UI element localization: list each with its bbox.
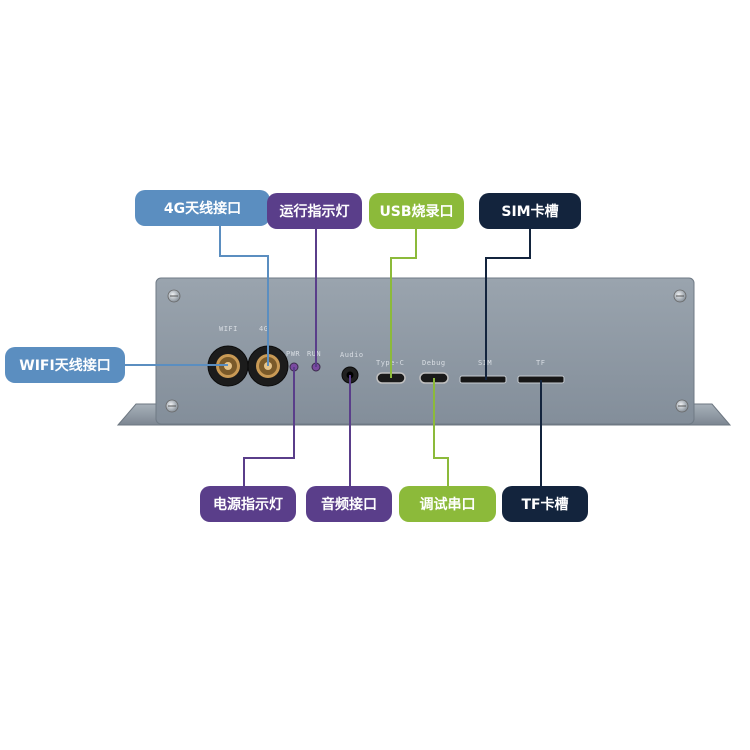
leader-line-power-led bbox=[243, 367, 295, 488]
wifi-port-label: WIFI bbox=[219, 325, 238, 333]
audio-port-label: Audio bbox=[340, 351, 364, 359]
typec-port-label: Type-C bbox=[376, 359, 404, 367]
screw-icon bbox=[167, 289, 181, 303]
callout-usb-burn: USB烧录口 bbox=[369, 193, 464, 229]
leader-line-usb bbox=[390, 228, 417, 378]
sim-slot[interactable] bbox=[459, 375, 507, 384]
callout-audio: 音频接口 bbox=[306, 486, 392, 522]
callout-4g-antenna: 4G天线接口 bbox=[135, 190, 270, 226]
sim-slot-label: SIM bbox=[478, 359, 492, 367]
callout-wifi-antenna: WIFI天线接口 bbox=[5, 347, 125, 383]
run-led-label: RUN bbox=[307, 350, 321, 358]
callout-run-led: 运行指示灯 bbox=[267, 193, 362, 229]
callout-power-led: 电源指示灯 bbox=[200, 486, 296, 522]
callout-debug-serial: 调试串口 bbox=[399, 486, 496, 522]
tf-slot-label: TF bbox=[536, 359, 545, 367]
leader-line-debug bbox=[433, 378, 449, 488]
callout-tf-slot: TF卡槽 bbox=[502, 486, 588, 522]
4g-port-label: 4G bbox=[259, 325, 268, 333]
screw-icon bbox=[673, 289, 687, 303]
leader-line-4g bbox=[219, 226, 269, 366]
callout-sim-slot: SIM卡槽 bbox=[479, 193, 581, 229]
debug-port-label: Debug bbox=[422, 359, 446, 367]
screw-icon bbox=[675, 399, 689, 413]
pwr-led-label: PWR bbox=[286, 350, 300, 358]
enclosure-front-panel bbox=[155, 277, 695, 425]
leader-line-sim bbox=[485, 228, 531, 380]
screw-icon bbox=[165, 399, 179, 413]
